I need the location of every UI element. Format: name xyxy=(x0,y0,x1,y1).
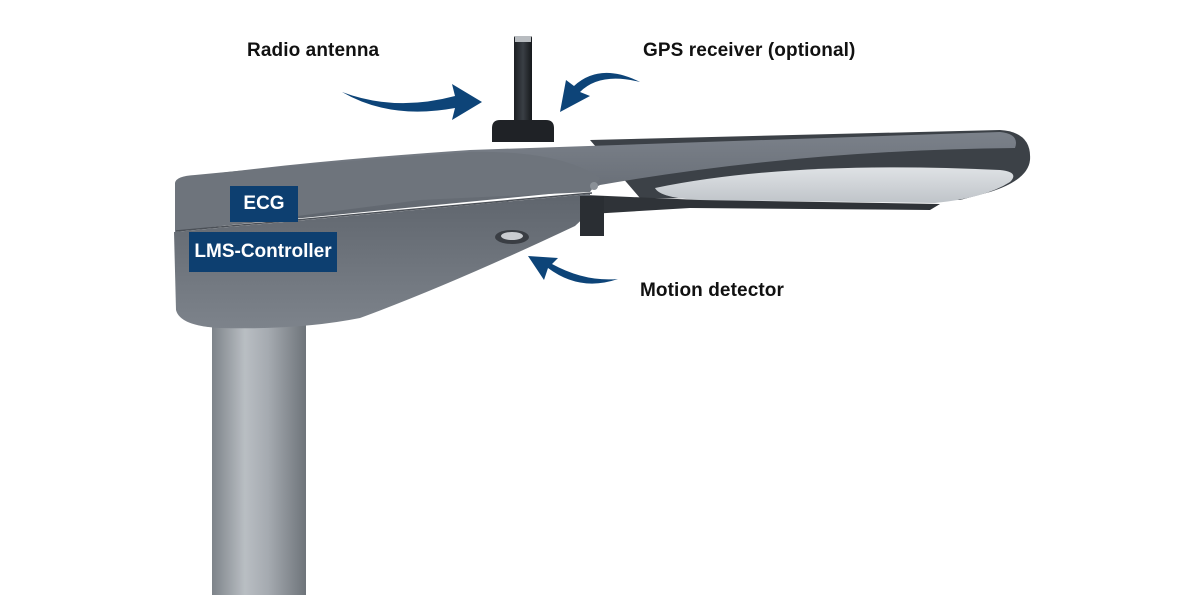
ecg-badge: ECG xyxy=(230,186,298,222)
lms-controller-badge: LMS-Controller xyxy=(189,232,337,272)
lamp-head xyxy=(174,130,1031,329)
radio-antenna-label: Radio antenna xyxy=(247,40,380,61)
arrow-radio-antenna xyxy=(342,84,482,120)
motion-detector-label: Motion detector xyxy=(640,280,784,301)
radio-antenna xyxy=(492,36,554,142)
arrow-motion-detector xyxy=(528,256,618,284)
lamp-pole xyxy=(212,318,306,595)
arrow-gps-receiver xyxy=(560,72,640,112)
gps-receiver-label: GPS receiver (optional) xyxy=(643,40,856,61)
